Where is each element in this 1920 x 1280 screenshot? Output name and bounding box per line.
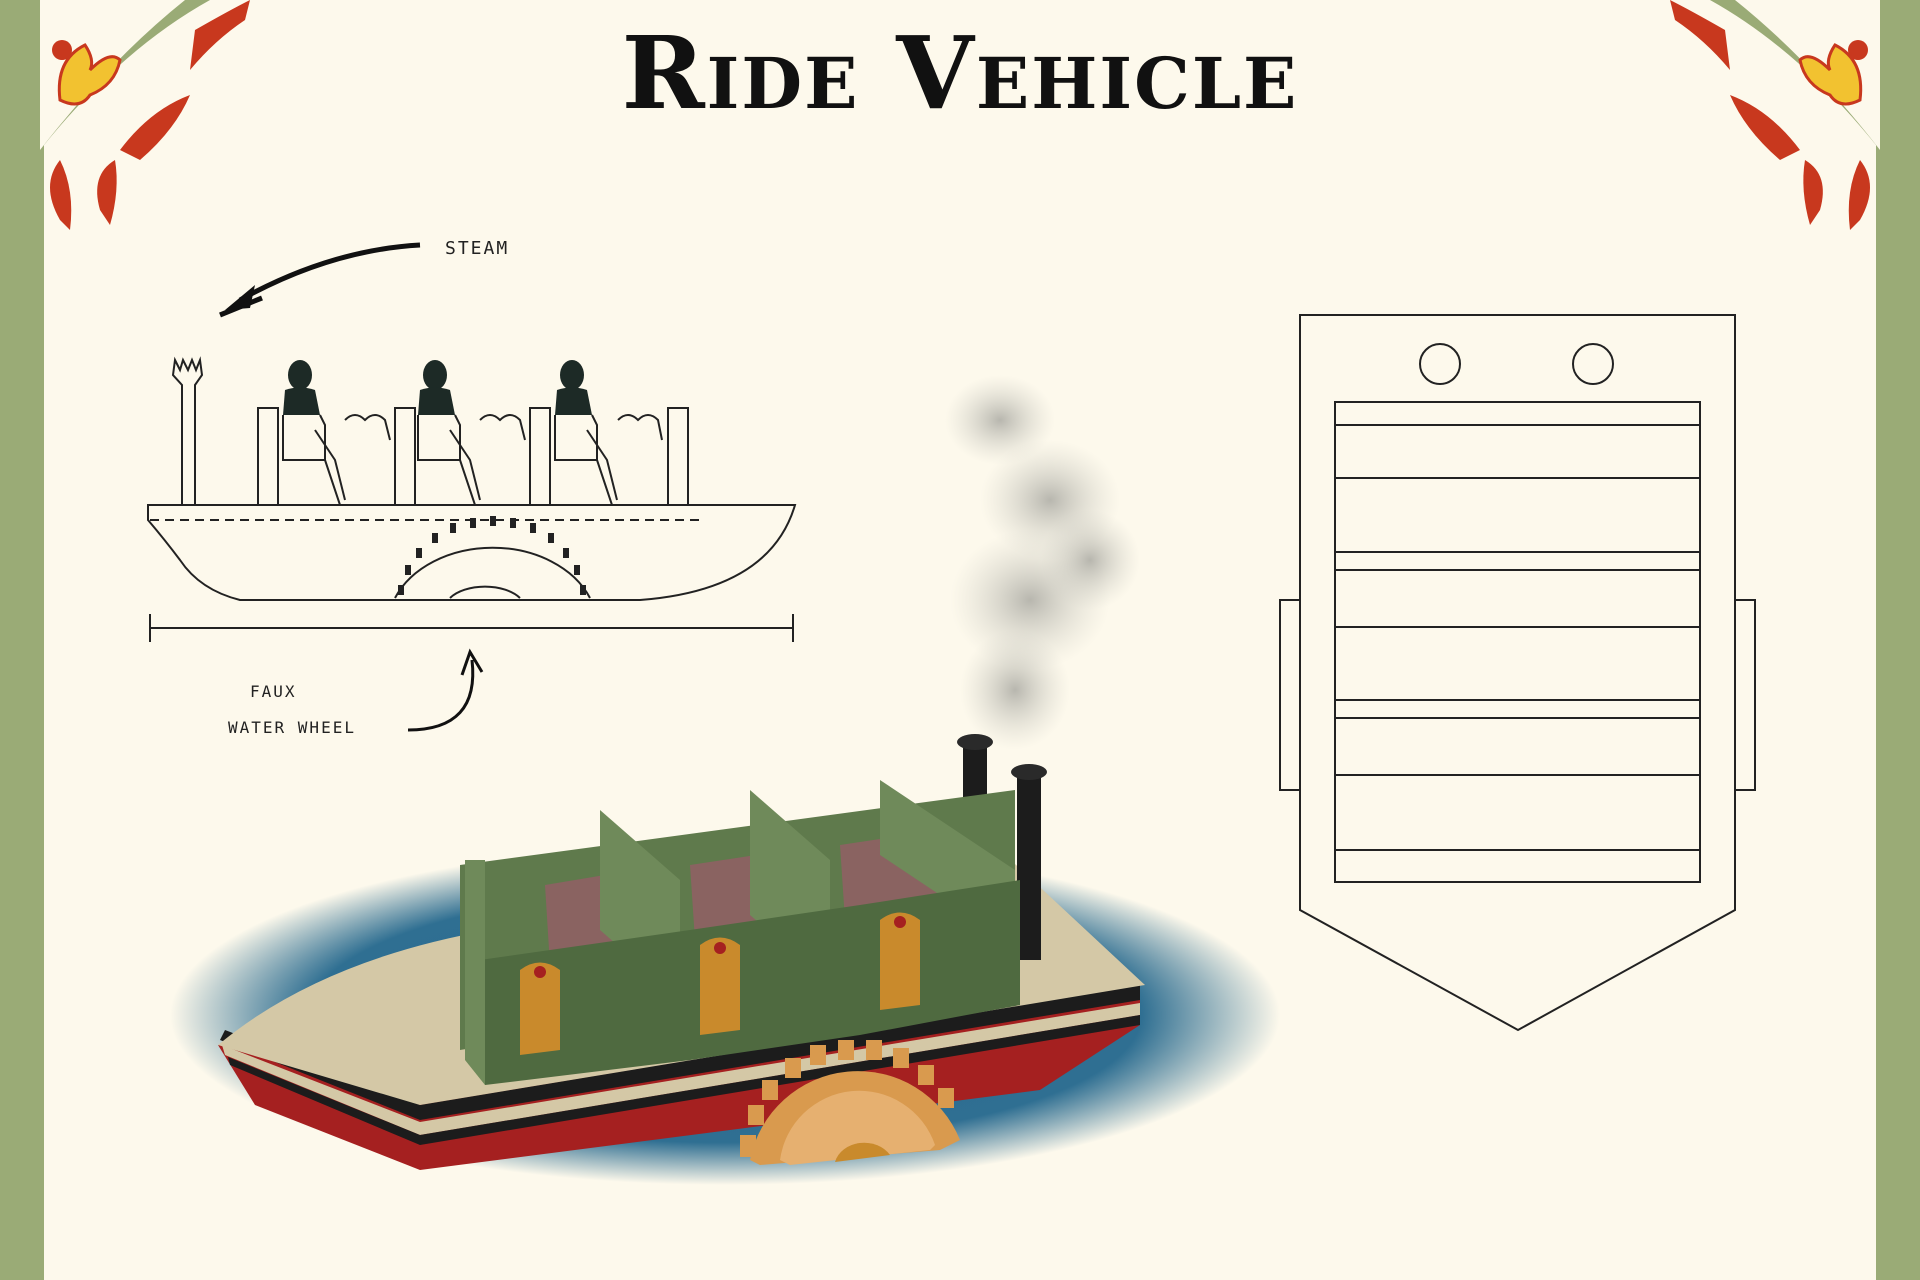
steam-arrow-icon bbox=[238, 242, 421, 303]
water-wheel-label: WATER WHEEL bbox=[228, 718, 356, 737]
corner-ornament-left bbox=[0, 0, 250, 240]
corner-ornament-right bbox=[1670, 0, 1920, 240]
flower-icon bbox=[52, 40, 122, 106]
page-title: Ride Vehicle bbox=[621, 14, 1299, 132]
smokestack-sketch bbox=[171, 356, 204, 506]
flower-icon bbox=[1798, 40, 1868, 106]
dimension-line bbox=[149, 614, 794, 642]
steam-label: STEAM bbox=[445, 238, 510, 259]
seat-rows bbox=[460, 780, 1020, 1085]
faux-label: FAUX bbox=[250, 682, 297, 701]
hull-sketch bbox=[147, 504, 797, 601]
rider-figures-sketch bbox=[282, 360, 632, 506]
paddle-wheel bbox=[740, 1040, 960, 1165]
wheel-teeth-sketch bbox=[398, 516, 586, 595]
seats-sketch bbox=[257, 407, 689, 506]
steam-smoke bbox=[945, 375, 1140, 750]
water-wheel-arrow-icon bbox=[407, 659, 475, 732]
